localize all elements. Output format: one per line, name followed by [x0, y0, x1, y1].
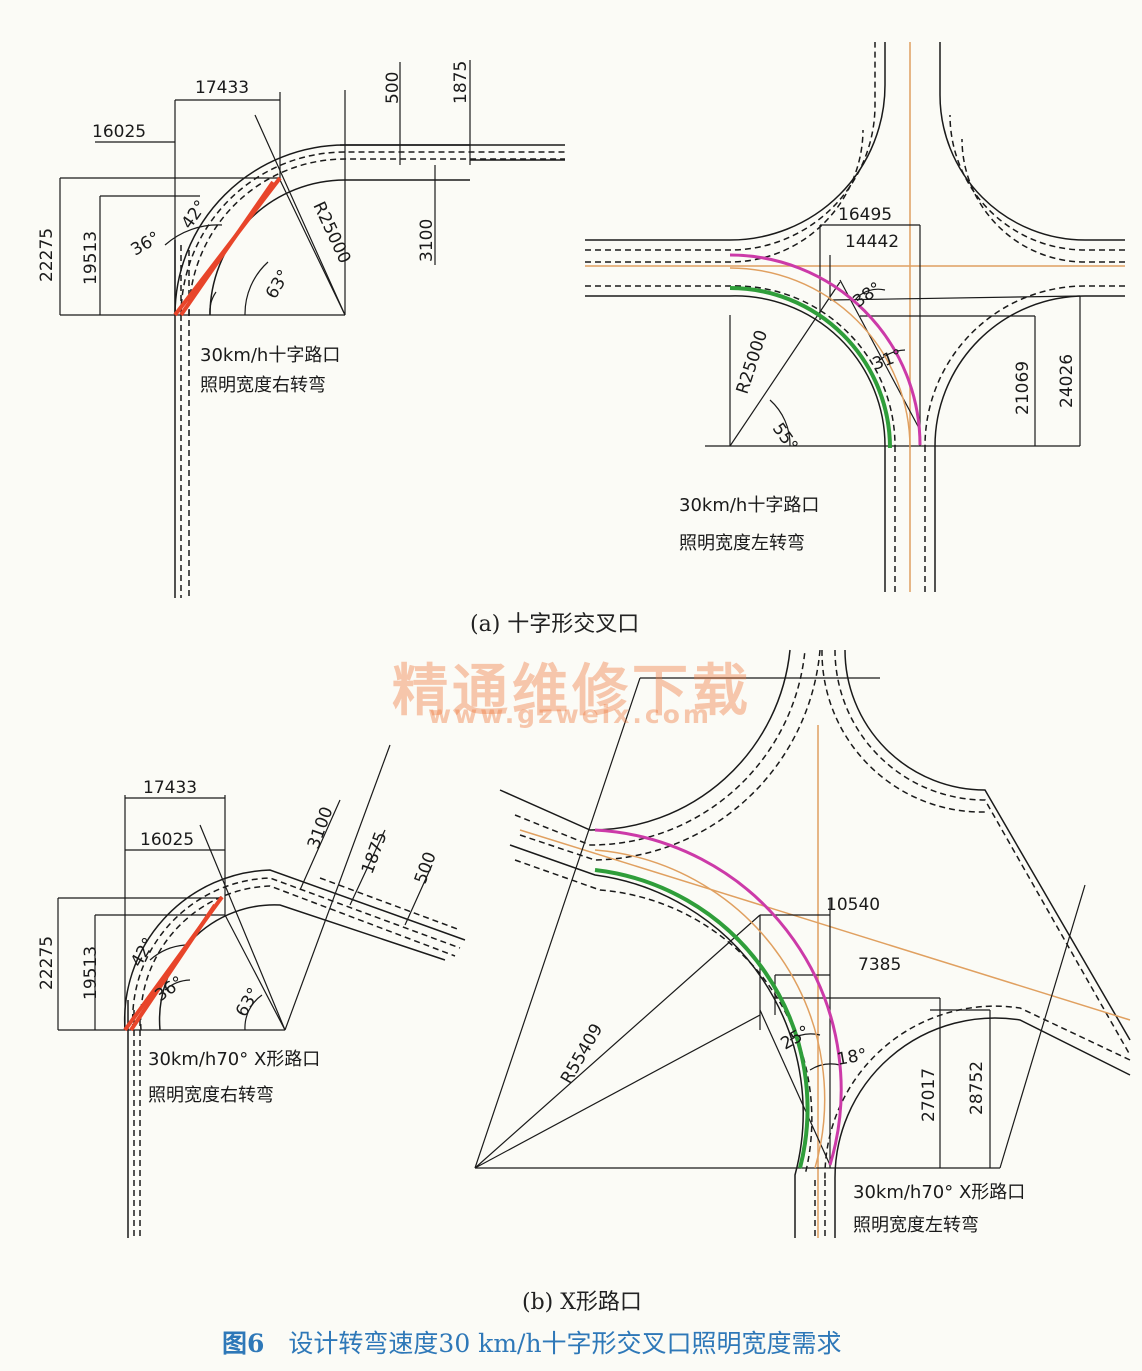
radius-label: R25000 — [733, 328, 772, 397]
radius-label: R55409 — [557, 1020, 607, 1087]
dim-label: 19513 — [81, 231, 101, 285]
dim-label: 500 — [383, 72, 403, 104]
angle-label: 36° — [151, 972, 187, 1006]
panel-a-left-turn-dimension-lines — [705, 224, 1081, 447]
subfigure-caption-a: (a) 十字形交叉口 — [470, 612, 640, 637]
dim-label: 16025 — [140, 830, 194, 850]
panel-a-left-turn-colored-paths — [729, 253, 922, 449]
panel-b-left-turn-roads — [499, 649, 1131, 1238]
subfigure-caption-b: (b) X形路口 — [522, 1290, 642, 1315]
panel-label: 照明宽度右转弯 — [200, 375, 326, 396]
dim-label: 7385 — [858, 955, 901, 975]
dim-label: 17433 — [143, 778, 197, 798]
dim-label: 500 — [411, 849, 441, 886]
panel-label: 30km/h十字路口 — [679, 495, 819, 516]
watermark-text: 精通维修下载 — [392, 659, 752, 724]
dim-label: 22275 — [37, 936, 57, 990]
panel-a-right-turn-dimension-lines — [59, 60, 471, 316]
dim-label: 21069 — [1013, 361, 1033, 415]
dim-label: 14442 — [845, 232, 899, 252]
angle-label: 63° — [232, 984, 264, 1020]
dim-label: 3100 — [304, 804, 338, 851]
dim-label: 10540 — [826, 895, 880, 915]
radius-label: R25000 — [308, 199, 354, 267]
dim-label: 22275 — [37, 228, 57, 282]
angle-label: 18° — [835, 1045, 868, 1070]
panel-b-right-turn-red-chords — [123, 895, 224, 1032]
angle-label: 31° — [870, 346, 905, 375]
dim-label: 27017 — [919, 1068, 939, 1122]
panel-b-right-turn-dimension-lines — [57, 744, 433, 1031]
angle-label: 25° — [778, 1022, 814, 1054]
figure-title: 设计转弯速度30 km/h十字形交叉口照明宽度需求 — [288, 1329, 842, 1358]
dim-label: 28752 — [967, 1061, 987, 1115]
dim-label: 3100 — [417, 219, 437, 262]
watermark-url: www.gzweix.com — [428, 700, 712, 729]
angle-label: 36° — [128, 228, 164, 260]
figure-number: 图6 — [222, 1329, 265, 1358]
panel-label: 照明宽度左转弯 — [853, 1215, 979, 1236]
angle-label: 63° — [262, 266, 294, 302]
dim-label: 16025 — [92, 122, 146, 142]
panel-label: 30km/h十字路口 — [200, 345, 340, 366]
angle-label: 42° — [127, 934, 159, 970]
dim-label: 24026 — [1057, 354, 1077, 408]
panel-label: 照明宽度右转弯 — [148, 1085, 274, 1106]
dim-label: 19513 — [81, 946, 101, 1000]
panel-a-left-turn-roads — [585, 42, 1125, 592]
dim-label: 16495 — [838, 205, 892, 225]
panel-a-right-turn-roads — [174, 144, 565, 598]
panel-label: 照明宽度左转弯 — [679, 533, 805, 554]
panel-b-left-turn-colored-paths — [594, 828, 843, 1169]
panel-a-right-turn-red-chords — [173, 176, 282, 317]
angle-label: 55° — [768, 419, 802, 455]
figure-caption: 图6 设计转弯速度30 km/h十字形交叉口照明宽度需求 — [222, 1324, 842, 1360]
panel-b-left-turn-dimension-lines — [474, 677, 1086, 1169]
panel-label: 30km/h70° X形路口 — [148, 1049, 320, 1070]
dim-label: 1875 — [358, 829, 392, 876]
dim-label: 1875 — [451, 61, 471, 104]
panel-label: 30km/h70° X形路口 — [853, 1182, 1025, 1203]
dim-label: 17433 — [195, 78, 249, 98]
